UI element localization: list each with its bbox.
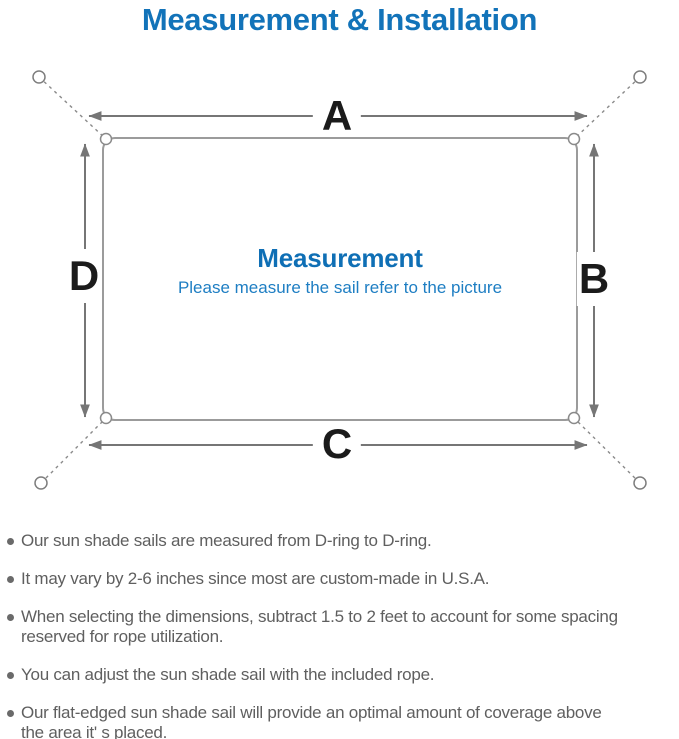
dimension-label-b: B [576,252,612,306]
list-item: You can adjust the sun shade sail with t… [6,665,675,685]
bullet-icon [7,614,14,621]
notes-list: Our sun shade sails are measured from D-… [6,531,675,739]
rope-dashed-top-right [573,76,641,140]
rope-dashed-bottom-right [573,417,641,484]
page-title: Measurement & Installation [141,2,538,37]
note-text: When selecting the dimensions, subtract … [21,607,618,646]
list-item: Our sun shade sails are measured from D-… [6,531,675,551]
list-item: When selecting the dimensions, subtract … [6,607,675,647]
anchor-ring-bottom-left [34,476,48,490]
d-ring-bottom-left [99,411,113,425]
list-item: Our flat-edged sun shade sail will provi… [6,703,675,739]
note-text: You can adjust the sun shade sail with t… [21,665,435,684]
anchor-ring-top-right [633,70,647,84]
note-text: Our sun shade sails are measured from D-… [21,531,432,550]
sail-center-text: Measurement Please measure the sail refe… [103,243,577,298]
measurement-subtitle: Please measure the sail refer to the pic… [177,278,503,297]
d-ring-top-right [567,132,581,146]
bullet-icon [7,710,14,717]
dimension-label-a: A [312,95,362,137]
note-text: It may vary by 2-6 inches since most are… [21,569,490,588]
d-ring-bottom-right [567,411,581,425]
bullet-icon [7,672,14,679]
anchor-ring-top-left [32,70,46,84]
measurement-heading: Measurement [257,243,423,273]
bullet-icon [7,576,14,583]
rope-dashed-bottom-left [40,417,107,484]
bullet-icon [7,538,14,545]
d-ring-top-left [99,132,113,146]
dimension-label-c: C [312,423,362,465]
anchor-ring-bottom-right [633,476,647,490]
dimension-label-d: D [66,249,102,303]
rope-dashed-top-left [38,76,107,140]
list-item: It may vary by 2-6 inches since most are… [6,569,675,589]
note-text: Our flat-edged sun shade sail will provi… [21,703,602,739]
